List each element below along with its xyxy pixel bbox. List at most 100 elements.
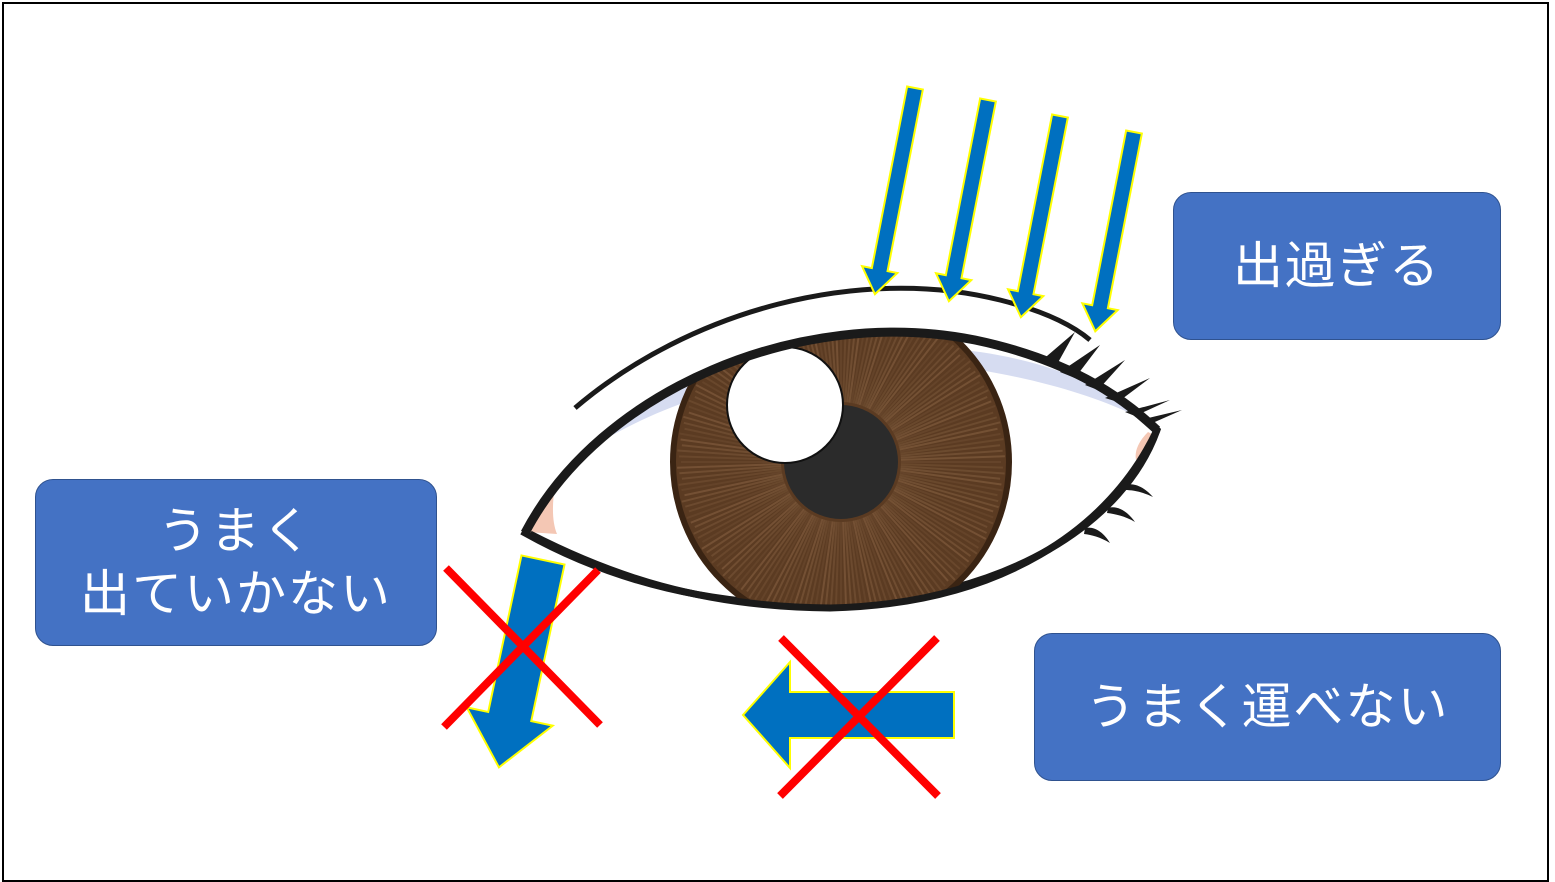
iris-ray xyxy=(686,481,785,520)
iris-ray xyxy=(694,485,787,528)
iris-ray xyxy=(896,483,994,525)
not-exiting-label-line1: うまく xyxy=(158,502,314,560)
iris-ray xyxy=(900,455,1005,461)
iris-ray xyxy=(875,509,936,593)
iris-ray xyxy=(775,516,818,606)
iris-ray xyxy=(856,332,888,405)
iris-ray xyxy=(848,332,865,403)
blocked-down-arrow xyxy=(441,554,603,769)
not-carried-label-box: うまく運べない xyxy=(1034,633,1501,781)
iris-ray xyxy=(794,519,826,606)
iris-ray xyxy=(899,471,1003,492)
iris-ray xyxy=(800,519,828,606)
iris-ray xyxy=(899,432,1001,453)
cross-icon xyxy=(441,565,603,730)
iris-ray xyxy=(891,492,979,549)
iris-ray xyxy=(887,498,970,563)
upper-lashes xyxy=(1040,332,1182,425)
iris-ray xyxy=(679,465,782,475)
iris-ray xyxy=(900,463,1003,469)
iris-ray xyxy=(880,342,949,419)
iris-ray xyxy=(900,449,1003,459)
iris-ray xyxy=(900,444,1001,457)
iris-ray xyxy=(897,404,996,443)
iris-ray xyxy=(734,507,804,589)
not-exiting-label-box: うまく 出ていかない xyxy=(35,479,437,646)
iris-ray xyxy=(862,332,904,407)
cross-icon xyxy=(777,635,941,799)
iris-ray xyxy=(697,489,789,539)
iris-ray xyxy=(864,516,907,606)
iris-ray xyxy=(897,481,994,519)
iris-ray xyxy=(754,512,811,600)
iris-ray xyxy=(900,465,1005,475)
iris-ray xyxy=(722,502,799,577)
iris-ray xyxy=(842,332,848,403)
iris-ray xyxy=(890,370,976,430)
excess-label-box: 出過ぎる xyxy=(1173,192,1501,340)
iris-ray xyxy=(842,521,848,606)
iris-ray xyxy=(887,360,971,426)
iris-ray xyxy=(884,354,961,423)
down-arrow-icon xyxy=(1006,113,1070,319)
iris-ray xyxy=(681,475,784,503)
iris-ray xyxy=(817,521,834,606)
iris-ray xyxy=(897,479,994,513)
iris-ray xyxy=(844,521,854,606)
iris-ray xyxy=(681,467,782,480)
iris-ray xyxy=(862,517,903,606)
iris-ray xyxy=(877,333,942,416)
iris-ray xyxy=(898,421,1001,449)
iris-ray xyxy=(895,396,988,439)
iris-ray xyxy=(900,467,1001,480)
down-arrow-icon xyxy=(464,554,566,769)
iris-ray xyxy=(716,499,796,567)
iris-ray xyxy=(693,487,788,535)
excess-label: 出過ぎる xyxy=(1233,236,1441,295)
iris-ray xyxy=(898,475,999,503)
iris-ray xyxy=(684,473,783,497)
iris-ray xyxy=(763,514,814,606)
iris-ray xyxy=(873,511,933,597)
iris-ray xyxy=(852,332,876,404)
lower-lashes xyxy=(1084,484,1153,543)
iris-ray xyxy=(866,515,914,606)
iris-ray xyxy=(870,332,922,411)
iris-ray xyxy=(727,504,801,580)
iris-ray xyxy=(690,483,786,524)
iris-ray xyxy=(891,374,981,432)
iris-ray xyxy=(884,501,961,570)
iris-ray xyxy=(844,332,854,403)
iris-ray xyxy=(883,502,959,576)
iris-ray xyxy=(878,507,946,587)
iris-ray xyxy=(769,515,816,606)
iris-ray xyxy=(877,508,943,592)
iris-ray xyxy=(688,479,785,513)
iris-ray xyxy=(892,381,981,433)
iris-ray xyxy=(733,505,802,582)
iris-ray xyxy=(886,357,966,425)
iris-ray xyxy=(881,344,955,420)
iris-ray xyxy=(880,505,949,582)
iris-ray xyxy=(890,494,978,555)
not-carried-label: うまく運べない xyxy=(1085,677,1450,736)
left-arrow-icon xyxy=(741,659,955,771)
iris-ray xyxy=(701,492,791,550)
iris-ray xyxy=(828,521,838,606)
iris-ray xyxy=(873,332,934,413)
iris-ray xyxy=(678,469,782,486)
blocked-left-arrow xyxy=(741,635,955,799)
iris-ray xyxy=(848,521,865,606)
iris-ray xyxy=(748,511,809,599)
iris-ray xyxy=(864,332,907,408)
iris-ray xyxy=(677,463,782,469)
down-arrow-icon xyxy=(934,97,998,303)
iris-ray xyxy=(834,521,840,606)
iris-ray xyxy=(892,491,981,543)
iris-ray xyxy=(886,499,968,569)
iris-ray xyxy=(878,335,948,417)
iris-ray xyxy=(900,469,1002,486)
iris-ray xyxy=(894,389,989,437)
iris-ray xyxy=(871,512,929,602)
